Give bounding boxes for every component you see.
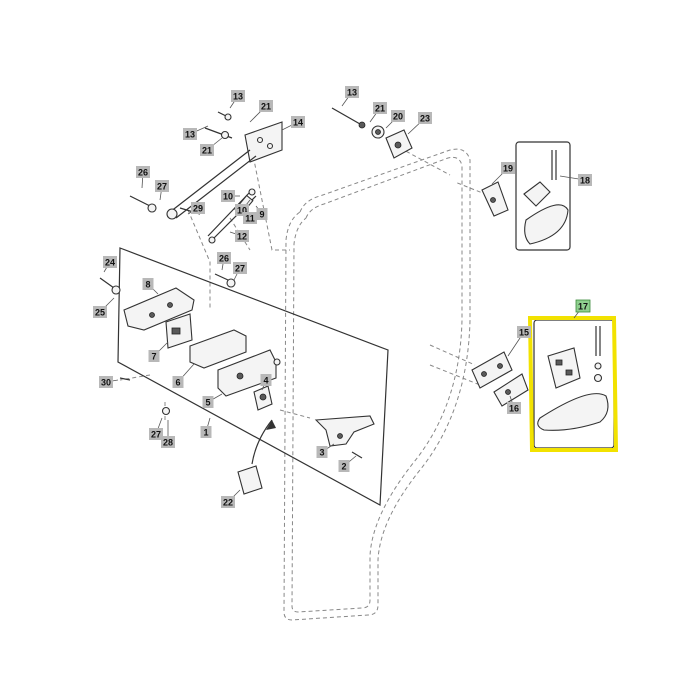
callout-21-label: 21	[202, 146, 212, 156]
callout-27-label: 27	[235, 264, 245, 274]
callout-13-label: 13	[233, 92, 243, 102]
hinge-assembly-upper	[481, 141, 571, 251]
callout-10-label: 10	[237, 206, 247, 216]
clip-part	[237, 419, 276, 495]
callout-23-label: 23	[420, 114, 430, 124]
callout-30-box[interactable]	[99, 376, 113, 388]
callout-22-box[interactable]	[221, 496, 235, 508]
callout-8-label: 8	[145, 280, 150, 290]
upper-rod-assembly	[166, 111, 283, 220]
inner-panel	[117, 247, 389, 506]
callout-30-label: 30	[101, 378, 111, 388]
callout-21-label: 21	[261, 102, 271, 112]
callout-13-label: 13	[185, 130, 195, 140]
callout-18-box[interactable]	[578, 174, 592, 186]
outer-handle-assembly[interactable]	[527, 316, 619, 452]
callout-29-label: 29	[193, 204, 203, 214]
callout-18-label: 18	[580, 176, 590, 186]
callout-27-label: 27	[157, 182, 167, 192]
callout-9-label: 9	[259, 210, 264, 220]
callout-21-label: 21	[375, 104, 385, 114]
callout-27-box[interactable]	[233, 262, 247, 274]
callout-16-box[interactable]	[507, 402, 521, 414]
callout-19-label: 19	[503, 164, 513, 174]
callout-14-label: 14	[293, 118, 303, 128]
callout-29-box[interactable]	[191, 202, 205, 214]
callout-13-label: 13	[347, 88, 357, 98]
callout-21-box[interactable]	[259, 100, 273, 112]
callout-15-label: 15	[519, 328, 529, 338]
callout-26-label: 26	[138, 168, 148, 178]
callout-3-box[interactable]	[316, 446, 328, 458]
callout-12-box[interactable]	[235, 230, 249, 242]
callout-2-label: 2	[341, 462, 346, 472]
callout-22-label: 22	[223, 498, 233, 508]
callout-10-label: 10	[223, 192, 233, 202]
callout-15-box[interactable]	[517, 326, 531, 338]
callout-12-label: 12	[237, 232, 247, 242]
selection-highlight	[527, 316, 619, 452]
callout-9-box[interactable]	[256, 208, 268, 220]
hinge-plates	[471, 351, 529, 407]
callout-2-box[interactable]	[338, 460, 350, 472]
callout-26-box[interactable]	[136, 166, 150, 178]
callout-7-box[interactable]	[148, 350, 160, 362]
callout-26-label: 26	[219, 254, 229, 264]
callout-16-label: 16	[509, 404, 519, 414]
callout-23-box[interactable]	[418, 112, 432, 124]
inner-handle	[314, 415, 375, 459]
callout-13-box[interactable]	[183, 128, 197, 140]
callout-5-box[interactable]	[202, 396, 214, 408]
callout-27-label: 27	[151, 430, 161, 440]
callout-8-box[interactable]	[142, 278, 154, 290]
door-outline	[283, 148, 471, 621]
callout-28-box[interactable]	[161, 436, 175, 448]
callout-24-label: 24	[105, 258, 115, 268]
callout-11-box[interactable]	[243, 212, 257, 224]
callout-24-box[interactable]	[103, 256, 117, 268]
callout-27-box[interactable]	[149, 428, 163, 440]
callout-17-label: 17	[578, 302, 588, 312]
callout-4-box[interactable]	[260, 374, 272, 386]
callout-27-box[interactable]	[155, 180, 169, 192]
callout-25-box[interactable]	[93, 306, 107, 318]
callout-1-box[interactable]	[200, 426, 212, 438]
callout-20-box[interactable]	[391, 110, 405, 122]
callout-26-box[interactable]	[217, 252, 231, 264]
callout-5-label: 5	[205, 398, 210, 408]
callout-14-box[interactable]	[291, 116, 305, 128]
callout-11-label: 11	[245, 214, 255, 224]
latch-parts	[123, 287, 281, 411]
callout-1-label: 1	[203, 428, 208, 438]
callout-21-box[interactable]	[373, 102, 387, 114]
callout-6-box[interactable]	[172, 376, 184, 388]
callout-7-label: 7	[151, 352, 156, 362]
callout-21-box[interactable]	[200, 144, 214, 156]
top-fastener-group	[331, 107, 413, 159]
callout-13-box[interactable]	[231, 90, 245, 102]
callout-19-box[interactable]	[501, 162, 515, 174]
callout-4-label: 4	[263, 376, 268, 386]
callout-17-box[interactable]	[575, 299, 591, 313]
callout-6-label: 6	[175, 378, 180, 388]
callout-25-label: 25	[95, 308, 105, 318]
callout-10-box[interactable]	[221, 190, 235, 202]
callout-28-label: 28	[163, 438, 173, 448]
callout-3-label: 3	[319, 448, 324, 458]
callout-20-label: 20	[393, 112, 403, 122]
callout-13-box[interactable]	[345, 86, 359, 98]
left-fasteners	[99, 273, 236, 416]
